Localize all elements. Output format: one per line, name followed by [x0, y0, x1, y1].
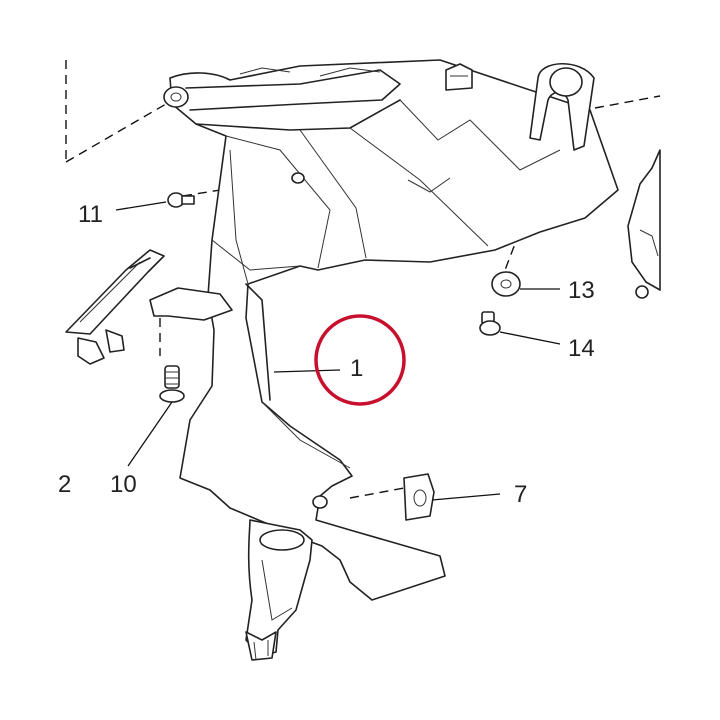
- callout-2: 2: [58, 471, 71, 498]
- callout-1: 1: [350, 355, 363, 382]
- callout-11: 11: [78, 201, 103, 228]
- main-body-panel: [163, 59, 619, 601]
- highlight-circle: [314, 314, 406, 406]
- screw-14: [479, 311, 501, 336]
- washer-13: [491, 271, 521, 297]
- screw-11: [167, 192, 195, 208]
- body-hole-11: [291, 172, 305, 184]
- callout-14: 14: [568, 335, 595, 362]
- body-hole-7: [312, 495, 328, 509]
- callout-7: 7: [514, 481, 527, 508]
- screw-10: [159, 365, 185, 403]
- dashed-reference-lines: [65, 60, 661, 499]
- right-edge-component: [627, 149, 661, 299]
- lower-duct: [245, 519, 313, 661]
- left-bracket: [65, 249, 233, 365]
- callout-10: 10: [110, 471, 137, 498]
- callout-13: 13: [568, 277, 595, 304]
- leader-lines: [115, 201, 561, 501]
- clip-nut-7: [403, 473, 435, 521]
